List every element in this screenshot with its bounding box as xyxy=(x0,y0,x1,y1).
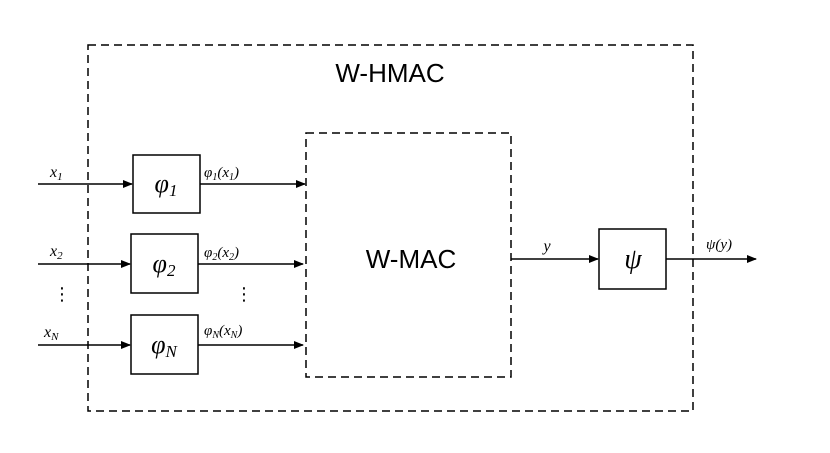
input-label-1: x1 xyxy=(49,164,63,183)
input-ellipsis: ⋮ xyxy=(53,284,71,304)
phi-output-label-1: φ1(x1) xyxy=(204,165,239,183)
phi-block-2 xyxy=(130,233,199,294)
psi-output-label: ψ(y) xyxy=(706,237,732,253)
y-signal-label: y xyxy=(541,238,551,255)
w-mac-label: W-MAC xyxy=(366,244,457,274)
psi-label: ψ xyxy=(624,244,642,275)
phi-label-1: φ1 xyxy=(155,169,178,200)
input-branch-n: xN φN φN(xN) xyxy=(38,314,304,375)
w-mac-inner-box xyxy=(305,132,512,378)
input-label-2: x2 xyxy=(49,243,63,262)
output-ellipsis: ⋮ xyxy=(235,284,253,304)
phi-output-label-2: φ2(x2) xyxy=(204,245,239,263)
phi-label-2: φ2 xyxy=(153,249,176,280)
w-hmac-label: W-HMAC xyxy=(335,58,444,88)
phi-output-label-n: φN(xN) xyxy=(204,323,242,341)
w-hmac-outer-box xyxy=(87,44,694,412)
input-branch-2: x2 φ2 φ2(x2) xyxy=(38,233,304,294)
phi-label-n: φN xyxy=(151,330,178,361)
input-branch-1: x1 φ1 φ1(x1) xyxy=(38,154,306,214)
input-label-n: xN xyxy=(43,324,59,343)
